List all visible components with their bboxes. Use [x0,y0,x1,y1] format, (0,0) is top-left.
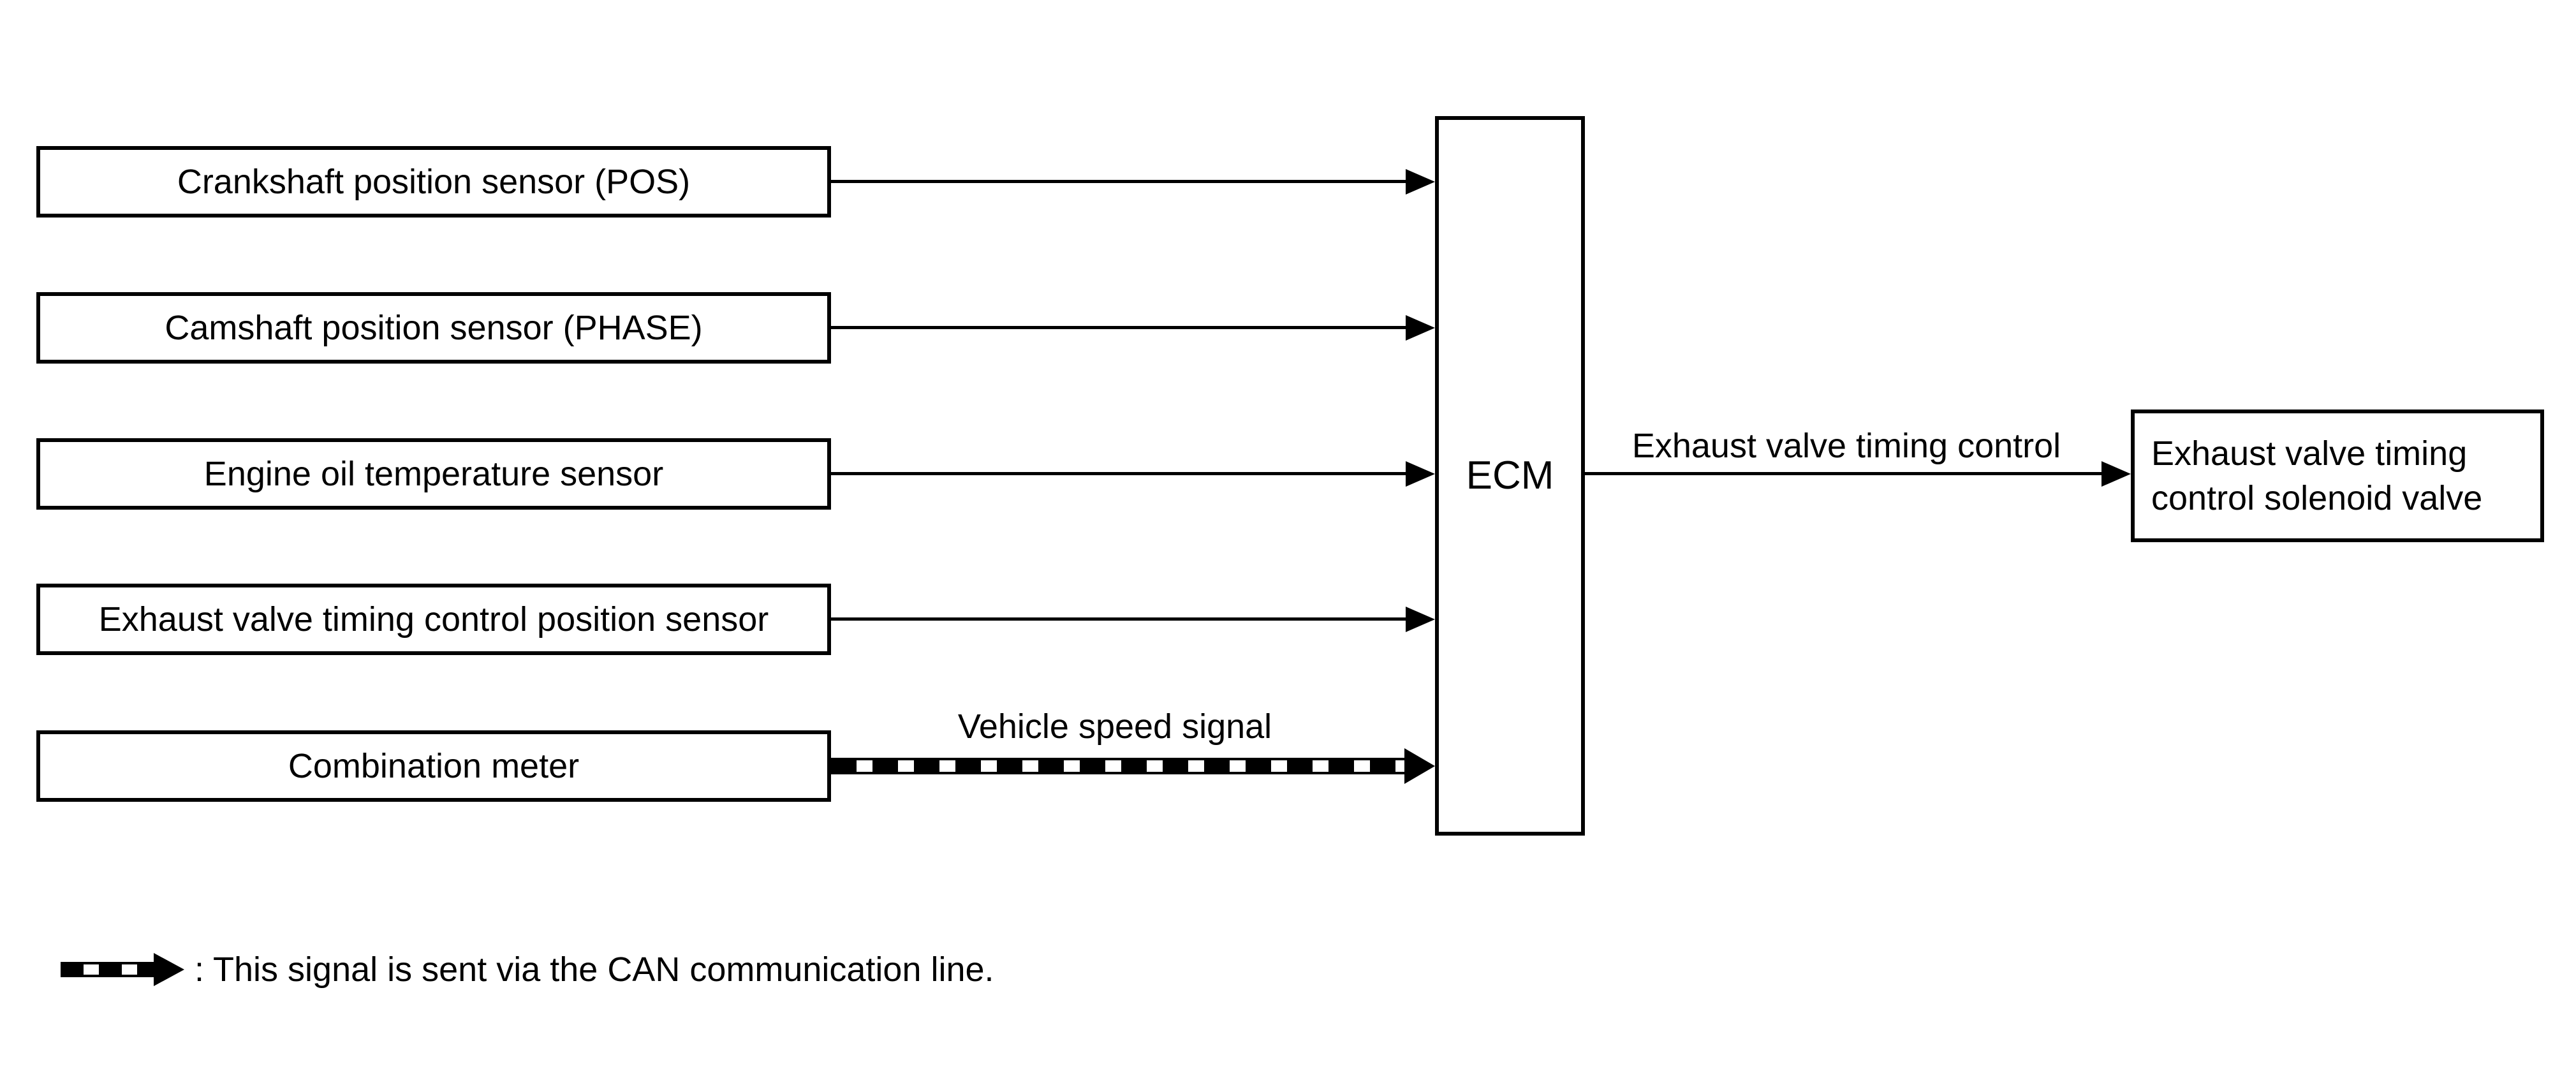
can-arrow-shaft [831,758,1406,774]
legend-text: : This signal is sent via the CAN commun… [195,950,994,989]
arrow-shaft [831,472,1407,475]
input-box-combination-meter: Combination meter [36,730,831,802]
can-arrow-head-icon [1404,748,1435,784]
ecm-label: ECM [1466,454,1554,498]
signal-arrow-valve-timing-position-to-ecm [831,607,1435,632]
signal-arrow-oil-temp-to-ecm [831,461,1435,487]
input-box-crankshaft-position-sensor: Crankshaft position sensor (POS) [36,146,831,218]
vehicle-speed-signal-label: Vehicle speed signal [957,707,1272,746]
input-box-label: Exhaust valve timing control position se… [98,600,769,638]
can-arrow-shaft [61,962,155,977]
arrow-head-icon [2101,461,2131,487]
input-box-label: Combination meter [288,746,580,785]
input-box-exhaust-valve-timing-control-position-sensor: Exhaust valve timing control position se… [36,584,831,655]
arrow-head-icon [1406,315,1435,341]
arrow-head-icon [1406,607,1435,632]
input-box-engine-oil-temperature-sensor: Engine oil temperature sensor [36,438,831,510]
signal-arrow-crankshaft-to-ecm [831,169,1435,195]
exhaust-valve-timing-control-label: Exhaust valve timing control [1631,427,2061,465]
output-box-label-line2: control solenoid valve [2151,479,2483,517]
legend: : This signal is sent via the CAN commun… [61,949,994,990]
output-box-exhaust-valve-timing-control-solenoid-valve: Exhaust valve timing control solenoid va… [2131,410,2544,542]
arrow-head-icon [1406,169,1435,195]
output-arrow-ecm-to-solenoid-valve [1585,461,2131,487]
arrow-head-icon [1406,461,1435,487]
input-box-camshaft-position-sensor: Camshaft position sensor (PHASE) [36,292,831,364]
arrow-shaft [831,617,1407,621]
input-box-label: Camshaft position sensor (PHASE) [165,308,703,347]
signal-arrow-camshaft-to-ecm [831,315,1435,341]
input-box-label: Engine oil temperature sensor [203,454,664,493]
output-box-label-line1: Exhaust valve timing [2151,434,2468,473]
can-arrow-legend-icon [61,953,186,986]
can-arrow-combination-meter-to-ecm [831,748,1435,784]
can-arrow-head-icon [154,953,184,986]
arrow-shaft [1585,472,2103,475]
ecm-box: ECM [1435,116,1585,836]
arrow-shaft [831,180,1407,183]
arrow-shaft [831,326,1407,329]
input-box-label: Crankshaft position sensor (POS) [177,162,691,201]
